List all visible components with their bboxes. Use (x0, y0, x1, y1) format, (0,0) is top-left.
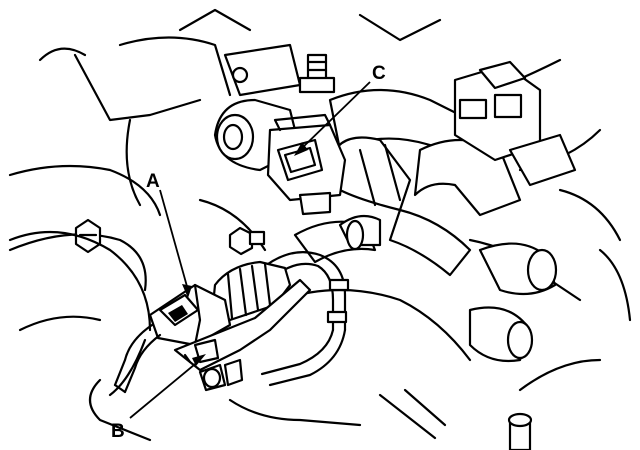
leader-arrowhead-a (182, 284, 192, 298)
connector-a (148, 283, 232, 347)
center-bolt (228, 226, 266, 256)
leader-line-b (129, 359, 201, 419)
callout-a: A (146, 171, 192, 298)
bottom-stud (507, 412, 533, 450)
top-stud-bolt (298, 53, 336, 94)
sensor-lead-wire (113, 323, 162, 394)
callout-b: B (111, 354, 206, 442)
leader-line-c (299, 81, 371, 151)
leader-arrowhead-b (192, 354, 206, 366)
leader-line-a (159, 189, 189, 291)
middle-wire-loom (293, 214, 382, 264)
left-hex-bolt (74, 218, 102, 254)
bracket-b (173, 278, 312, 392)
leader-arrowhead-c (294, 142, 308, 156)
callout-label-c: C (372, 63, 386, 84)
connector-c (266, 113, 347, 216)
callout-label-a: A (146, 171, 160, 192)
mounting-bracket (223, 43, 302, 97)
right-pipes (468, 242, 558, 363)
callout-c: C (294, 63, 386, 156)
left-housing (8, 230, 152, 397)
callout-label-b: B (111, 421, 125, 442)
right-connector-block (453, 60, 577, 187)
